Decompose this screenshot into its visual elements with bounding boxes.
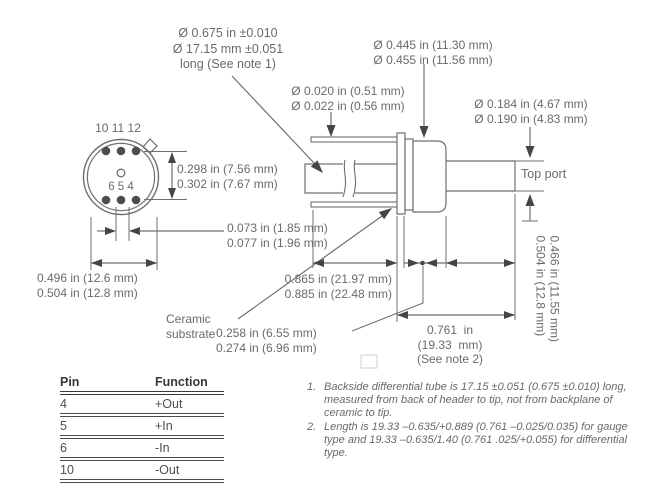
function-cell: +Out	[155, 397, 183, 411]
port-diameter-label: Ø 0.184 in (4.67 mm)Ø 0.190 in (4.83 mm)	[474, 97, 588, 126]
note-number: 1.	[307, 381, 317, 393]
connector-shell-inner	[86, 142, 156, 212]
pins-top-label: 10 11 12	[95, 121, 141, 135]
note-2: 2. Length is 19.33 –0.635/+0.889 (0.761 …	[307, 421, 644, 460]
pin-row-spacing-label: 0.298 in (7.56 mm)0.302 in (7.67 mm)	[177, 162, 278, 191]
sensor-body	[412, 140, 447, 213]
port-dimensions	[514, 127, 544, 320]
table-divider	[60, 391, 224, 395]
notes-section: 1. Backside differential tube is 17.15 ±…	[307, 381, 644, 461]
pin-width-label: 0.073 in (1.85 mm)0.077 in (1.96 mm)	[227, 221, 328, 250]
connector-width-label: 0.496 in (12.6 mm)0.504 in (12.8 mm)	[37, 271, 138, 300]
table-row: 4 +Out	[60, 397, 224, 411]
table-row: 6 -In	[60, 441, 224, 455]
bottom-dimensions	[312, 210, 515, 369]
header-plate	[404, 138, 414, 211]
function-cell: +In	[155, 419, 173, 433]
port-offset-label: 0.466 in (11.55 mm)0.504 in (12.8 mm)	[533, 235, 562, 343]
bottom-pin	[310, 201, 399, 208]
pin-cell: 10	[60, 463, 74, 477]
table-divider	[60, 457, 224, 461]
table-divider	[60, 479, 224, 483]
pin-function-table: Pin Function 4 +Out 5 +In 6 -In 10 -Out	[60, 375, 224, 485]
note-1: 1. Backside differential tube is 17.15 ±…	[307, 381, 644, 420]
connector-pins	[101, 146, 141, 205]
note-text: Backside differential tube is 17.15 ±0.0…	[324, 381, 627, 419]
note-text: Length is 19.33 –0.635/+0.889 (0.761 –0.…	[324, 421, 628, 459]
top-pin	[310, 136, 399, 143]
pin-cell: 4	[60, 397, 67, 411]
pin-cell: 6	[60, 441, 67, 455]
index-tab	[142, 138, 158, 154]
break-symbol	[342, 159, 347, 198]
connector-shell-outer	[82, 138, 160, 216]
connector-front-view	[82, 138, 160, 216]
substrate-length-label: 0.258 in (6.55 mm)0.274 in (6.96 mm)	[216, 326, 317, 355]
pin-column-header: Pin	[60, 375, 80, 389]
header-flange	[396, 132, 406, 215]
pins-bottom-label: 6 5 4	[108, 181, 134, 193]
pin-length-label: 0.865 in (21.97 mm)0.885 in (22.48 mm)	[284, 272, 392, 301]
side-view	[304, 132, 516, 215]
function-cell: -Out	[155, 463, 180, 477]
table-divider	[60, 435, 224, 439]
pin-cell: 5	[60, 419, 67, 433]
table-header-row: Pin Function	[60, 375, 224, 389]
top-port-label: Top port	[521, 167, 567, 181]
top-port-tube	[446, 160, 516, 192]
note-checkbox	[360, 354, 378, 369]
pin-diameter-label: Ø 0.020 in (0.51 mm)Ø 0.022 in (0.56 mm)	[291, 84, 405, 113]
table-row: 10 -Out	[60, 463, 224, 477]
table-divider	[60, 413, 224, 417]
function-column-header: Function	[155, 375, 208, 389]
function-cell: -In	[155, 441, 170, 455]
note-number: 2.	[307, 421, 317, 433]
center-vent-hole	[116, 168, 126, 178]
table-row: 5 +In	[60, 419, 224, 433]
body-diameter-label: Ø 0.445 in (11.30 mm)Ø 0.455 in (11.56 m…	[373, 38, 493, 67]
port-length-label: 0.761 in(19.33 mm)(See note 2)	[416, 323, 484, 366]
connector-dimensions	[90, 151, 224, 270]
leader-lines	[231, 64, 429, 320]
